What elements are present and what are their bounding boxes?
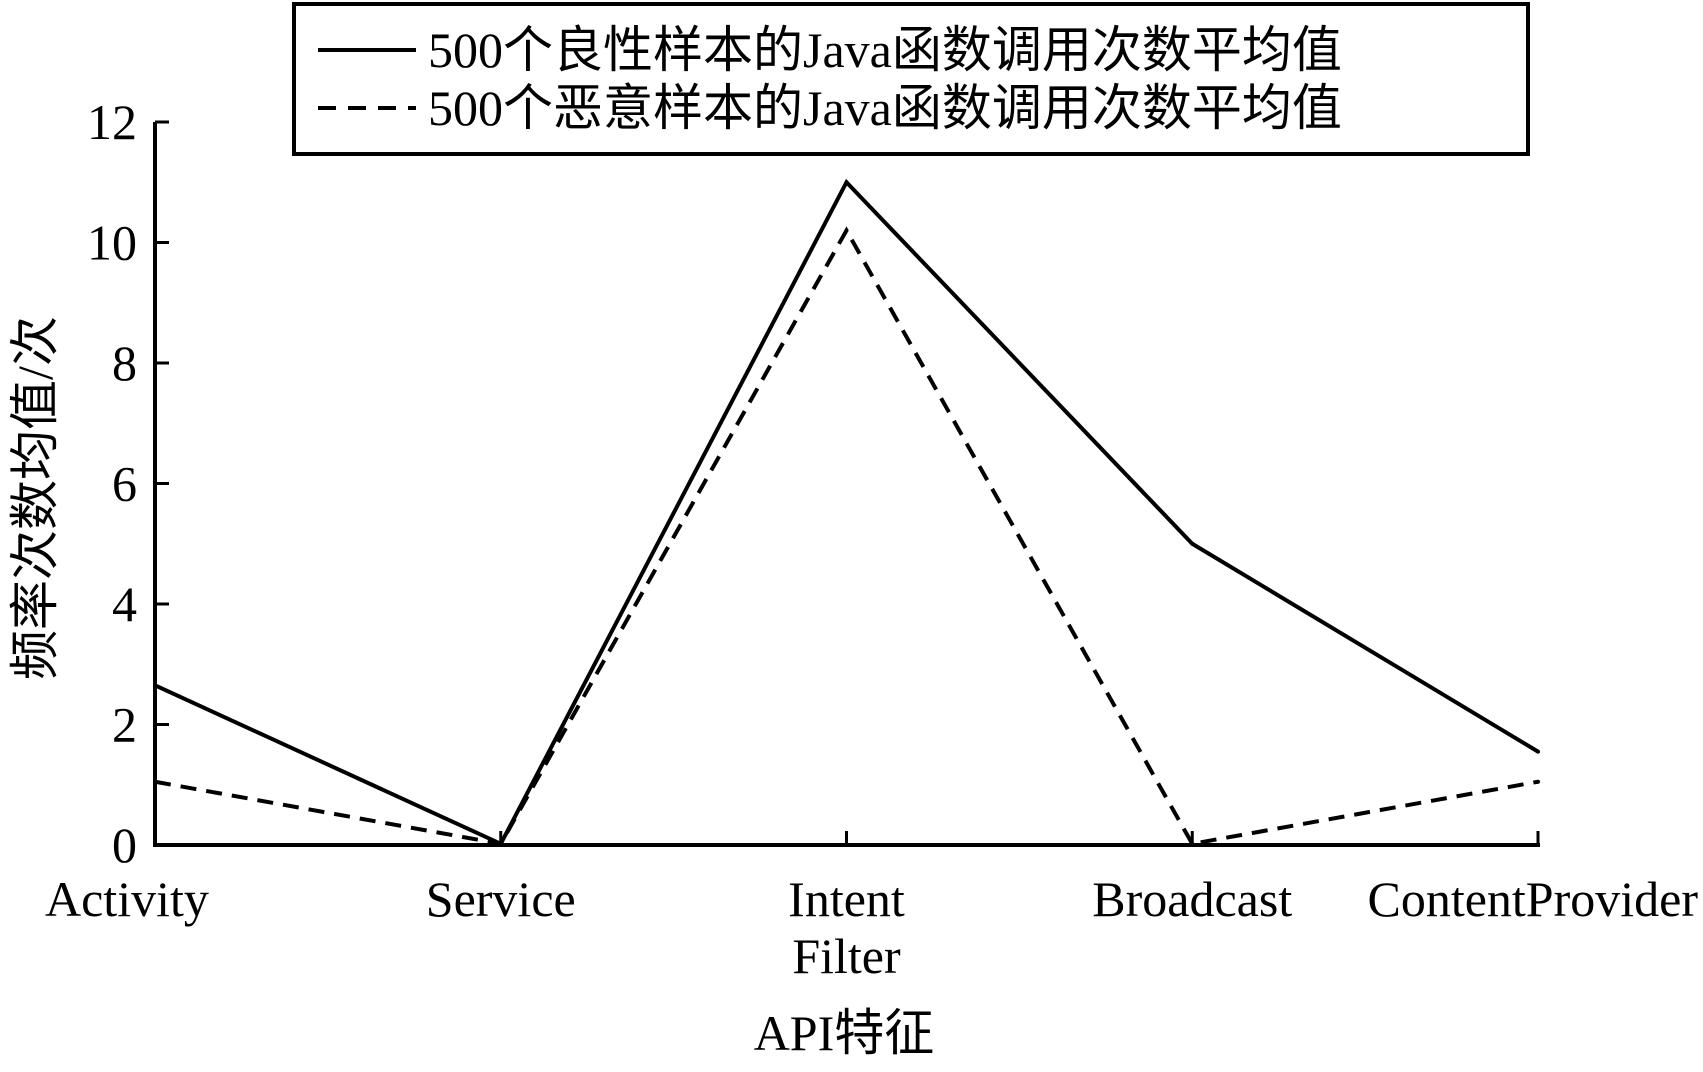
data-point: [153, 683, 157, 688]
legend: 500个良性样本的Java函数调用次数平均值500个恶意样本的Java函数调用次…: [292, 2, 1530, 156]
legend-label-1: 500个恶意样本的Java函数调用次数平均值: [428, 80, 1342, 136]
y-tick-label: 4: [112, 576, 137, 632]
x-category-label: Service: [426, 871, 576, 927]
series-lines: [153, 178, 1540, 847]
data-point: [153, 779, 157, 784]
y-tick-label: 6: [112, 456, 137, 512]
legend-label-0: 500个良性样本的Java函数调用次数平均值: [428, 22, 1342, 78]
data-point: [498, 841, 503, 846]
data-point: [1190, 541, 1195, 546]
series-line-0: [154, 178, 1540, 847]
series-line-1: [154, 226, 1539, 847]
data-point: [1536, 749, 1540, 754]
x-axis-title: API特征: [754, 1005, 935, 1061]
x-category-label: Broadcast: [1092, 871, 1292, 927]
data-point: [844, 228, 849, 233]
x-category-label: Activity: [45, 871, 209, 927]
legend-box: [292, 2, 1530, 156]
data-point: [1536, 779, 1540, 784]
y-tick-label: 0: [112, 817, 137, 873]
data-point: [1190, 841, 1195, 846]
x-category-label: ContentProvider: [1367, 871, 1698, 927]
y-tick-label: 2: [112, 697, 137, 753]
y-axis-title: 频率次数均值/次: [7, 316, 63, 680]
y-tick-label: 10: [87, 215, 137, 271]
data-point: [844, 180, 849, 185]
y-tick-label: 8: [112, 335, 137, 391]
y-ticks: 0 2 4 6 8 10 12: [87, 94, 169, 873]
y-tick-label: 12: [87, 94, 137, 150]
